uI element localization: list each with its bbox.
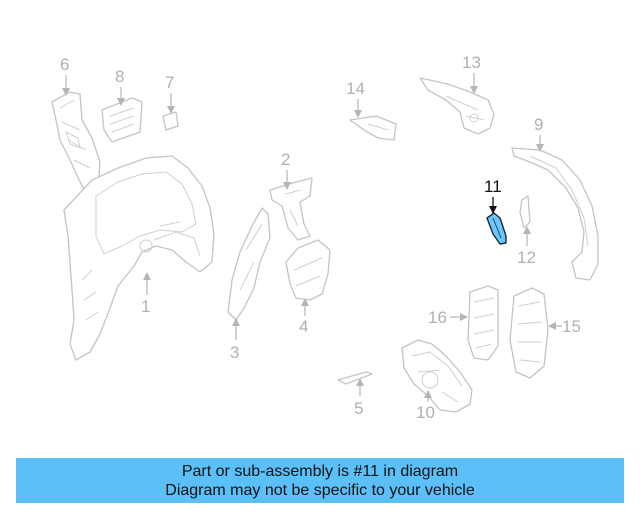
callout-16: 16 bbox=[428, 308, 468, 327]
svg-text:1: 1 bbox=[141, 297, 150, 316]
part-16 bbox=[467, 285, 499, 361]
callout-12: 12 bbox=[517, 226, 536, 267]
part-8 bbox=[101, 97, 143, 143]
callout-3: 3 bbox=[230, 318, 240, 362]
callout-14: 14 bbox=[346, 79, 365, 118]
svg-text:14: 14 bbox=[346, 79, 365, 98]
svg-text:12: 12 bbox=[517, 248, 536, 267]
svg-text:15: 15 bbox=[562, 317, 581, 336]
callout-2: 2 bbox=[281, 150, 291, 190]
part-13 bbox=[419, 77, 495, 135]
callout-15: 15 bbox=[548, 317, 581, 336]
callout-8: 8 bbox=[115, 67, 125, 106]
callout-9: 9 bbox=[534, 115, 544, 152]
part-3 bbox=[227, 207, 271, 321]
callout-1: 1 bbox=[141, 272, 151, 316]
svg-text:2: 2 bbox=[281, 150, 290, 169]
callout-11: 11 bbox=[484, 177, 502, 214]
part-5 bbox=[337, 371, 373, 385]
svg-text:11: 11 bbox=[484, 177, 502, 196]
svg-text:16: 16 bbox=[428, 308, 447, 327]
svg-text:4: 4 bbox=[299, 317, 308, 336]
callout-13: 13 bbox=[462, 53, 481, 94]
svg-text:5: 5 bbox=[354, 399, 363, 418]
svg-text:3: 3 bbox=[230, 343, 239, 362]
svg-text:10: 10 bbox=[416, 403, 435, 422]
part-15 bbox=[509, 287, 549, 379]
callout-5: 5 bbox=[354, 378, 364, 418]
info-banner: Part or sub-assembly is #11 in diagram D… bbox=[16, 458, 624, 503]
banner-line-1: Part or sub-assembly is #11 in diagram bbox=[181, 463, 459, 480]
callout-6: 6 bbox=[60, 55, 70, 96]
callout-7: 7 bbox=[165, 73, 175, 114]
part-7 bbox=[162, 111, 179, 131]
svg-text:8: 8 bbox=[115, 67, 124, 86]
svg-text:7: 7 bbox=[165, 73, 174, 92]
part-9 bbox=[511, 147, 599, 281]
banner-line-2: Diagram may not be specific to your vehi… bbox=[165, 482, 475, 499]
part-12 bbox=[519, 195, 531, 229]
svg-text:13: 13 bbox=[462, 53, 481, 72]
part-11-highlighted bbox=[486, 212, 507, 245]
svg-text:6: 6 bbox=[60, 55, 69, 74]
svg-text:9: 9 bbox=[534, 115, 543, 134]
part-1 bbox=[63, 155, 215, 361]
part-10 bbox=[401, 339, 473, 413]
callout-4: 4 bbox=[299, 298, 309, 336]
part-2 bbox=[269, 177, 313, 241]
part-14 bbox=[349, 115, 397, 141]
callout-10: 10 bbox=[416, 390, 435, 422]
part-4 bbox=[285, 239, 331, 301]
